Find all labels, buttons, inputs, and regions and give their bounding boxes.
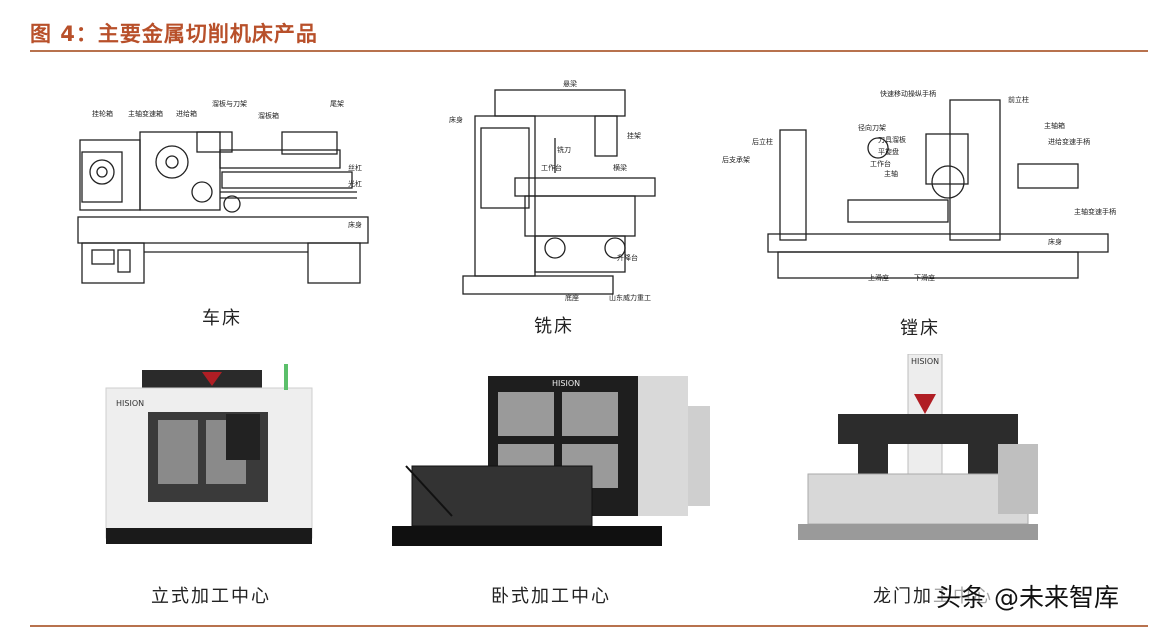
svg-text:床身: 床身 [1048,237,1062,246]
svg-text:丝杠: 丝杠 [348,163,362,172]
svg-text:床身: 床身 [348,220,362,229]
svg-text:横梁: 横梁 [613,163,627,172]
svg-text:主轴: 主轴 [884,169,898,178]
svg-text:尾架: 尾架 [330,100,344,108]
svg-text:HISION: HISION [911,357,939,366]
svg-text:山东威力重工: 山东威力重工 [609,293,651,302]
svg-text:后立柱: 后立柱 [752,137,773,146]
svg-text:主轴变速箱: 主轴变速箱 [128,109,163,118]
svg-text:进给箱: 进给箱 [176,109,197,118]
svg-text:平旋盘: 平旋盘 [878,147,899,156]
boring-machine-caption: 镗床 [900,318,940,339]
watermark: 头条 @未来智库 [932,578,1123,614]
boring-machine-diagram: 快速移动操纵手柄 前立柱 后立柱 后支承架 主轴箱 径向刀架 刀具溜板 工作台 … [718,84,1118,304]
svg-text:径向刀架: 径向刀架 [858,123,886,132]
svg-text:溜板与刀架: 溜板与刀架 [212,99,247,108]
figure-title: 图 4：主要金属切削机床产品 [30,22,318,46]
svg-text:溜板箱: 溜板箱 [258,111,279,120]
svg-text:光杠: 光杠 [348,179,362,188]
lathe-diagram: 挂轮箱 主轴变速箱 进给箱 溜板与刀架 溜板箱 尾架 丝杠 光杠 床身 [72,92,372,302]
svg-text:挂架: 挂架 [627,131,641,140]
svg-text:铣刀: 铣刀 [557,145,571,154]
svg-text:HISION: HISION [116,399,144,408]
svg-text:底座: 底座 [565,293,579,302]
svg-text:工作台: 工作台 [870,159,891,168]
svg-text:快速移动操纵手柄: 快速移动操纵手柄 [880,89,936,98]
svg-text:下滑座: 下滑座 [914,273,935,282]
milling-machine-diagram: 悬梁 床身 挂架 铣刀 横梁 工作台 升降台 底座 山东威力重工 [445,78,675,318]
svg-text:前立柱: 前立柱 [1008,95,1029,104]
gantry-machining-center-image: HISION [778,354,1078,554]
svg-text:工作台: 工作台 [541,163,562,172]
svg-text:挂轮箱: 挂轮箱 [92,109,113,118]
svg-text:刀具溜板: 刀具溜板 [878,135,906,144]
svg-text:床身: 床身 [449,115,463,124]
svg-text:HISION: HISION [552,379,580,388]
vertical-machining-center-caption: 立式加工中心 [151,586,271,607]
svg-text:主轴箱: 主轴箱 [1044,121,1065,130]
milling-machine-caption: 铣床 [534,316,574,337]
svg-text:进给变速手柄: 进给变速手柄 [1048,137,1090,146]
svg-text:主轴变速手柄: 主轴变速手柄 [1074,207,1116,216]
vertical-machining-center-image: HISION [102,358,322,558]
horizontal-machining-center-caption: 卧式加工中心 [491,586,611,607]
svg-text:上滑座: 上滑座 [868,273,889,282]
horizontal-machining-center-image: HISION [392,366,712,566]
top-divider [30,50,1148,52]
svg-text:悬梁: 悬梁 [563,79,577,88]
lathe-caption: 车床 [202,308,242,329]
bottom-divider [30,625,1148,627]
svg-text:升降台: 升降台 [617,253,638,262]
svg-text:后支承架: 后支承架 [722,155,750,164]
